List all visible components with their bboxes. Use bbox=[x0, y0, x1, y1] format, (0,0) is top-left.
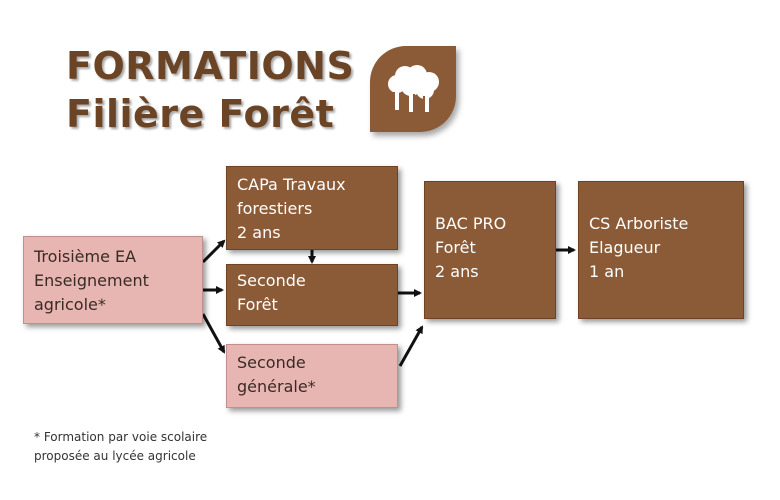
box-capa-travaux-forestiers: CAPa Travaux forestiers 2 ans bbox=[226, 166, 398, 250]
box-line: Seconde bbox=[237, 271, 306, 290]
box-troisieme-ea: Troisième EA Enseignement agricole* bbox=[23, 236, 203, 324]
footnote-line-1: * Formation par voie scolaire bbox=[34, 430, 208, 444]
box-bac-pro-foret: BAC PRO Forêt 2 ans bbox=[424, 181, 556, 319]
box-line: Forêt bbox=[435, 238, 476, 257]
box-line: forestiers bbox=[237, 199, 313, 218]
box-line: Elagueur bbox=[589, 238, 661, 257]
box-line: BAC PRO bbox=[435, 214, 507, 233]
box-line: 2 ans bbox=[237, 223, 281, 242]
footnote-line-2: proposée au lycée agricole bbox=[34, 449, 196, 463]
box-line: générale* bbox=[237, 377, 316, 396]
box-seconde-generale: Seconde générale* bbox=[226, 344, 398, 408]
title-line-2: Filière Forêt bbox=[66, 92, 335, 136]
box-line: 1 an bbox=[589, 262, 625, 281]
box-line: 2 ans bbox=[435, 262, 479, 281]
box-line: agricole* bbox=[34, 295, 106, 314]
box-line: Enseignement bbox=[34, 271, 149, 290]
box-line: Forêt bbox=[237, 295, 278, 314]
footnote: * Formation par voie scolaire proposée a… bbox=[34, 428, 207, 466]
box-cs-arboriste-elagueur: CS Arboriste Elagueur 1 an bbox=[578, 181, 744, 319]
arrow-troisieme-seconde-generale bbox=[201, 313, 226, 354]
arrow-seconde-generale-bacpro bbox=[398, 325, 424, 367]
title-line-1: FORMATIONS bbox=[66, 44, 355, 88]
box-line: CAPa Travaux bbox=[237, 175, 346, 194]
trees-icon bbox=[388, 65, 439, 112]
box-line: Seconde bbox=[237, 353, 306, 372]
box-seconde-foret: Seconde Forêt bbox=[226, 264, 398, 326]
arrow-troisieme-capa bbox=[201, 239, 226, 264]
leaf-badge bbox=[370, 46, 456, 132]
box-line: CS Arboriste bbox=[589, 214, 689, 233]
box-line: Troisième EA bbox=[34, 247, 137, 266]
